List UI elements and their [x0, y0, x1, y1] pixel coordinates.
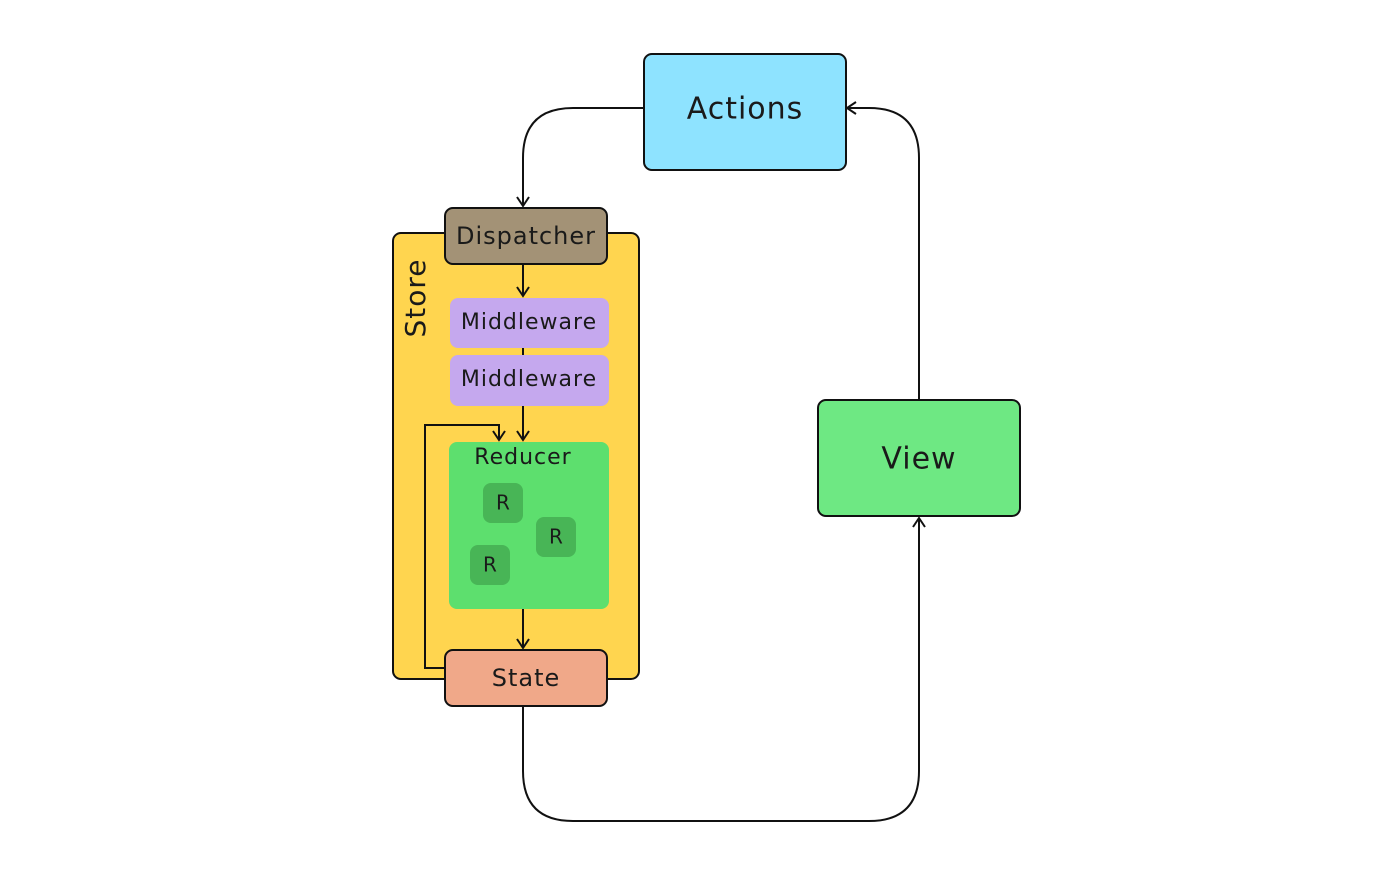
state-label: State	[492, 664, 561, 692]
sub-reducer-label-1: R	[496, 491, 510, 515]
actions-node: Actions	[643, 53, 847, 171]
edge-state-to-view	[522, 516, 926, 822]
sub-reducer-label-3: R	[483, 553, 497, 577]
sub-reducer-1	[483, 483, 523, 523]
sub-reducer-label-2: R	[549, 525, 563, 549]
middleware-node-1: Middleware	[450, 298, 609, 348]
view-label: View	[881, 442, 956, 477]
store-label: Store	[399, 258, 432, 337]
middleware-node-2: Middleware	[450, 355, 609, 406]
dispatcher-node: Dispatcher	[444, 207, 608, 265]
sub-reducer-2	[536, 517, 576, 557]
edge-view-to-actions	[845, 101, 920, 400]
reducer-label: Reducer	[474, 445, 571, 470]
middleware-label-1: Middleware	[461, 310, 597, 335]
reducer-node: Reducer R R R	[449, 442, 609, 609]
dispatcher-label: Dispatcher	[456, 222, 596, 250]
connectors	[424, 101, 926, 822]
view-node: View	[817, 399, 1021, 517]
edge-state-to-reducer	[424, 424, 506, 669]
middleware-label-2: Middleware	[461, 367, 597, 392]
state-node: State	[444, 649, 608, 707]
sub-reducer-3	[470, 545, 510, 585]
edge-actions-to-dispatcher	[516, 107, 644, 208]
actions-label: Actions	[687, 92, 804, 127]
